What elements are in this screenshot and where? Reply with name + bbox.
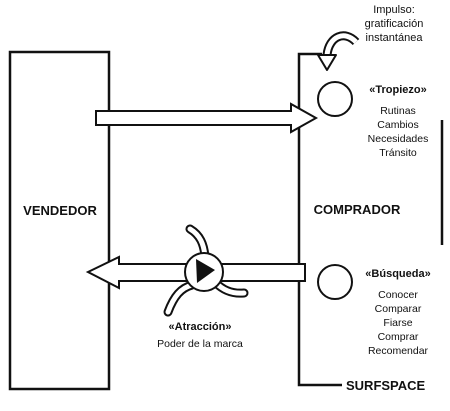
stumble-item: Cambios xyxy=(377,119,419,131)
search-item: Comparar xyxy=(374,303,422,315)
impulse-line: gratificación xyxy=(364,18,424,30)
impulse-curved-arrow xyxy=(317,31,360,71)
stumble-item: Tránsito xyxy=(379,147,417,159)
stumble-title: «Tropiezo» xyxy=(369,84,427,96)
impulse-label: Impulso: gratificación instantánea xyxy=(365,3,424,45)
seller-box xyxy=(8,50,111,391)
seller-label: VENDEDOR xyxy=(23,203,97,218)
surfspace-label: SURFSPACE xyxy=(346,378,426,393)
search-list: Conocer Comparar Fiarse Comprar Recomend… xyxy=(368,288,428,358)
attraction-title: «Atracción» xyxy=(168,321,232,333)
impulse-line: Impulso: xyxy=(373,4,415,16)
stumble-item: Necesidades xyxy=(367,133,429,145)
search-title: «Búsqueda» xyxy=(365,268,431,280)
stumble-list: Rutinas Cambios Necesidades Tránsito xyxy=(368,104,429,160)
attraction-subtitle: Poder de la marca xyxy=(157,338,243,350)
stumble-circle xyxy=(317,81,353,117)
impulse-line: instantánea xyxy=(365,32,423,44)
search-circle xyxy=(317,264,353,300)
search-item: Comprar xyxy=(377,331,419,343)
search-item: Conocer xyxy=(378,289,418,301)
search-item: Recomendar xyxy=(367,345,429,357)
buyer-label: COMPRADOR xyxy=(313,202,401,217)
buyer-bracket xyxy=(297,52,342,387)
attraction-pinwheel xyxy=(163,224,249,317)
stumble-item: Rutinas xyxy=(380,105,416,117)
arrow-to-buyer xyxy=(95,102,319,134)
search-item: Fiarse xyxy=(383,317,413,329)
